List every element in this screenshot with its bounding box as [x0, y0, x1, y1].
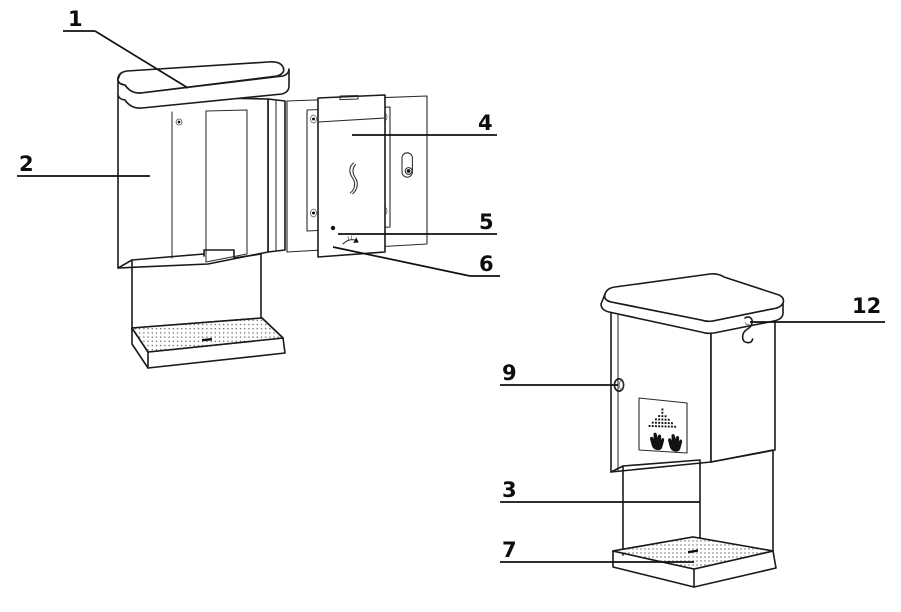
callout-9: 9 — [502, 361, 517, 385]
leader-1-line — [94, 30, 189, 89]
screw-icon — [310, 208, 317, 218]
door-hinge-stile — [267, 98, 286, 253]
callout-6: 6 — [479, 252, 494, 276]
callout-leaders — [17, 30, 885, 563]
drip-tray-left — [131, 317, 286, 369]
callout-1: 1 — [68, 7, 83, 31]
screw-icon — [175, 118, 183, 126]
splash-back-left — [117, 249, 262, 331]
callout-2: 2 — [19, 152, 34, 176]
leader-6-line — [332, 246, 471, 277]
hand-arrow-icon — [342, 235, 359, 245]
callout-4: 4 — [478, 111, 493, 135]
left-unit-group — [117, 61, 428, 369]
callout-numbers: 1 2 3 4 5 6 7 9 12 — [19, 7, 881, 562]
keyhole-slot-icon — [401, 152, 413, 178]
cabinet-body — [610, 310, 776, 473]
drip-tray-right — [612, 536, 777, 588]
indicator-dot — [330, 225, 336, 231]
callout-7: 7 — [502, 538, 517, 562]
top-cover-right — [600, 273, 785, 335]
callout-12: 12 — [852, 294, 881, 318]
front-door — [117, 95, 269, 269]
screw-icon — [310, 114, 317, 124]
inner-panel — [317, 94, 386, 258]
right-unit-group — [600, 273, 785, 588]
callout-5: 5 — [479, 210, 494, 234]
hand-wash-pictogram-icon — [638, 397, 688, 454]
callout-3: 3 — [502, 478, 517, 502]
s-curve-logo-icon — [349, 162, 358, 195]
